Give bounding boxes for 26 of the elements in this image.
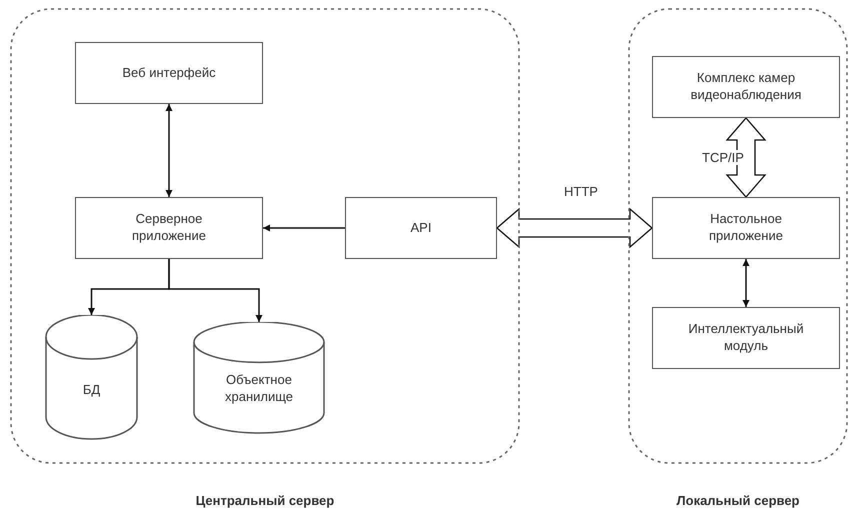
arrow xyxy=(168,259,262,322)
block-arrow xyxy=(496,208,653,248)
process-box xyxy=(345,197,497,259)
box-label: Интеллектуальный модуль xyxy=(687,321,805,355)
zone-heading: Центральный сервер xyxy=(194,493,336,508)
box-label: БД xyxy=(82,382,100,398)
edge-label: TCP/IP xyxy=(700,150,746,165)
process-box xyxy=(75,197,263,259)
server-zone xyxy=(10,8,520,508)
box-label: Комплекс камер видеонаблюдения xyxy=(690,70,802,104)
box-label: Веб интерфейс xyxy=(122,64,216,82)
arrow xyxy=(742,259,750,307)
box-label: Настольное приложение xyxy=(708,211,784,245)
box-label: API xyxy=(410,220,432,236)
box-label: Серверное приложение xyxy=(131,211,207,245)
process-box xyxy=(652,56,840,118)
process-box xyxy=(75,42,263,104)
edge-label: HTTP xyxy=(562,184,600,199)
arrow xyxy=(263,224,345,232)
box-label: Объектное хранилище xyxy=(224,372,294,406)
arrow xyxy=(166,104,172,197)
zone-heading: Локальный сервер xyxy=(676,493,800,508)
process-box xyxy=(652,307,840,369)
process-box xyxy=(652,197,840,259)
server-zone xyxy=(628,8,848,508)
block-arrow xyxy=(726,117,766,198)
